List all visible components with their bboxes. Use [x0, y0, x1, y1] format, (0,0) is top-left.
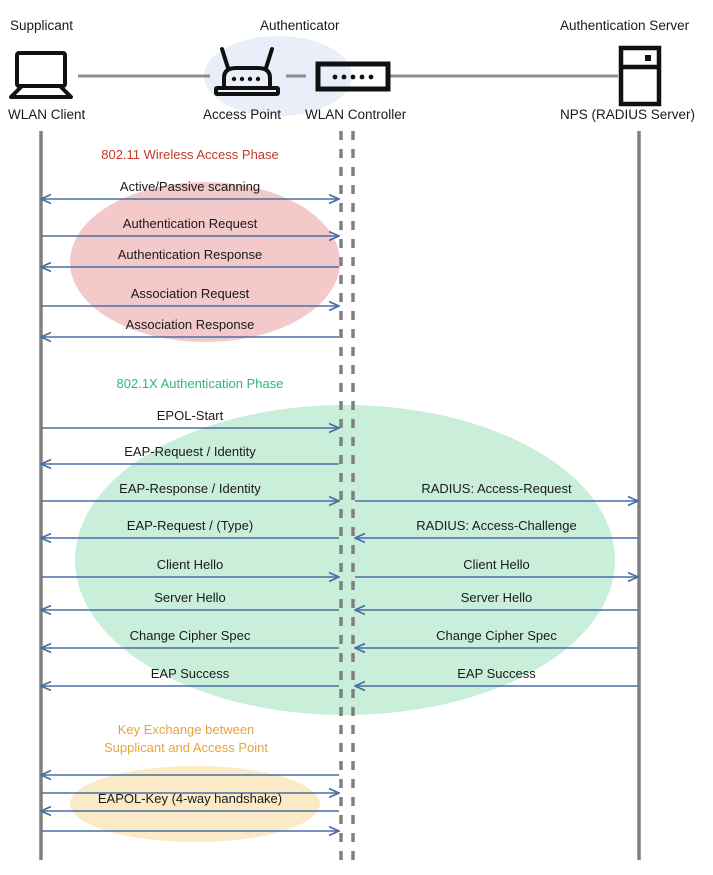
right-message-arrows	[355, 501, 638, 686]
phase-title-dot1x-auth: 802.1X Authentication Phase	[116, 376, 284, 391]
authenticator-halo	[204, 36, 352, 116]
node-label-nps-server: NPS (RADIUS Server)	[560, 107, 696, 122]
msg-change-cipher-spec-right-label: Change Cipher Spec	[436, 628, 557, 643]
role-label-supplicant: Supplicant	[10, 18, 74, 33]
msg-client-hello-left-label: Client Hello	[156, 557, 224, 572]
phase-title-key-exchange-line2: Supplicant and Access Point	[103, 740, 269, 755]
msg-change-cipher-spec-left-label: Change Cipher Spec	[129, 628, 251, 643]
server-tower-icon	[618, 45, 662, 107]
phase-title-key-exchange: Key Exchange between Supplicant and Acce…	[104, 721, 268, 757]
node-label-wlan-client: WLAN Client	[8, 107, 86, 122]
msg-eap-request-type-label: EAP-Request / (Type)	[126, 518, 254, 533]
msg-authentication-response-label: Authentication Response	[117, 247, 263, 262]
phase-title-key-exchange-line1: Key Exchange between	[117, 722, 255, 737]
msg-association-response-label: Association Response	[125, 317, 255, 332]
msg-epol-start-label: EPOL-Start	[156, 408, 224, 423]
msg-eap-success-right-label: EAP Success	[457, 666, 536, 681]
role-label-authenticator: Authenticator	[260, 18, 340, 33]
phase-dot1x-ellipse	[75, 405, 615, 715]
network-switch-icon	[315, 61, 391, 92]
msg-server-hello-right-label: Server Hello	[460, 590, 533, 605]
phase-key-ellipse	[70, 766, 320, 842]
msg-server-hello-left-label: Server Hello	[154, 590, 226, 605]
msg-eap-response-identity-label: EAP-Response / Identity	[119, 481, 261, 496]
msg-eap-success-left-label: EAP Success	[150, 666, 230, 681]
msg-authentication-request-label: Authentication Request	[122, 216, 258, 231]
wifi-router-icon	[214, 47, 280, 96]
node-label-wlan-controller: WLAN Controller	[305, 107, 407, 122]
phase-title-wireless-access: 802.11 Wireless Access Phase	[101, 147, 279, 162]
msg-client-hello-right-label: Client Hello	[463, 557, 530, 572]
msg-eap-request-identity-label: EAP-Request / Identity	[124, 444, 256, 459]
laptop-icon	[9, 51, 73, 99]
node-label-access-point: Access Point	[203, 107, 282, 122]
msg-radius-access-request-label: RADIUS: Access-Request	[421, 481, 572, 496]
msg-association-request-label: Association Request	[130, 286, 250, 301]
msg-radius-access-challenge-label: RADIUS: Access-Challenge	[416, 518, 577, 533]
msg-eapol-key-handshake-label: EAPOL-Key (4-way handshake)	[97, 791, 283, 806]
phase-wireless-ellipse	[70, 182, 340, 342]
role-label-auth-server: Authentication Server	[560, 18, 690, 33]
left-message-arrows	[41, 199, 339, 831]
msg-active-passive-scanning-label: Active/Passive scanning	[119, 179, 261, 194]
